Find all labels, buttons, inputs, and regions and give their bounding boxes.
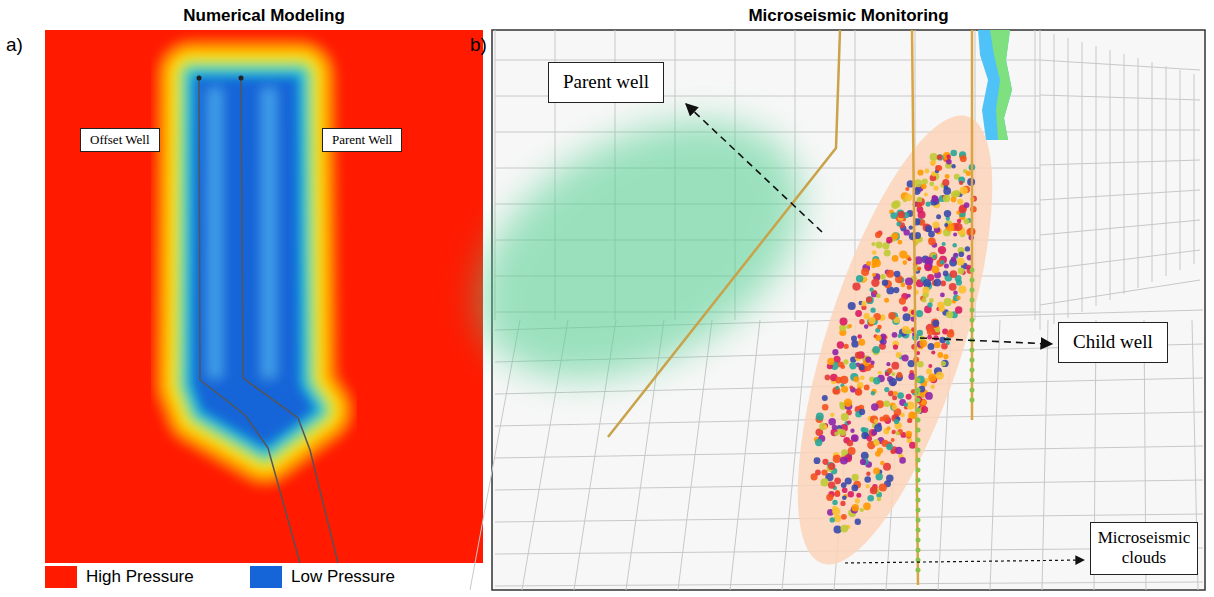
callout-text: Child well (1073, 331, 1153, 354)
callout-text: Parent Well (332, 132, 392, 148)
panel-letter: a) (6, 34, 23, 56)
callout-box: Parent Well (322, 128, 402, 152)
stimulated-volume (758, 95, 1033, 584)
legend-text: High Pressure (86, 567, 194, 587)
panel-title: Numerical Modeling (45, 6, 483, 26)
well-beads (916, 268, 975, 573)
parent-depletion-cloud (433, 67, 846, 433)
panel-title: Microseismic Monitoring (492, 6, 1205, 26)
wellbores (608, 30, 972, 585)
pressure-field (45, 30, 483, 563)
callout-box: Microseismic clouds (1090, 522, 1198, 575)
pressure-depletion-zone (190, 75, 318, 450)
callout-text: Parent well (563, 71, 649, 94)
legend-swatch (250, 566, 282, 588)
microseismic-events (811, 150, 977, 534)
well-trajectories (199, 78, 338, 563)
callout-text: Offset Well (90, 132, 150, 148)
callout-box: Parent well (548, 62, 664, 103)
callout-box: Offset Well (80, 128, 160, 152)
legend-swatch (45, 566, 77, 588)
legend-text: Low Pressure (291, 567, 395, 587)
well-log (990, 30, 1012, 140)
leader-lines (686, 104, 1084, 563)
panel-letter: b) (470, 34, 487, 56)
callout-text: Microseismic clouds (1097, 528, 1191, 569)
well-log (978, 30, 1012, 140)
callout-box: Child well (1058, 322, 1168, 363)
